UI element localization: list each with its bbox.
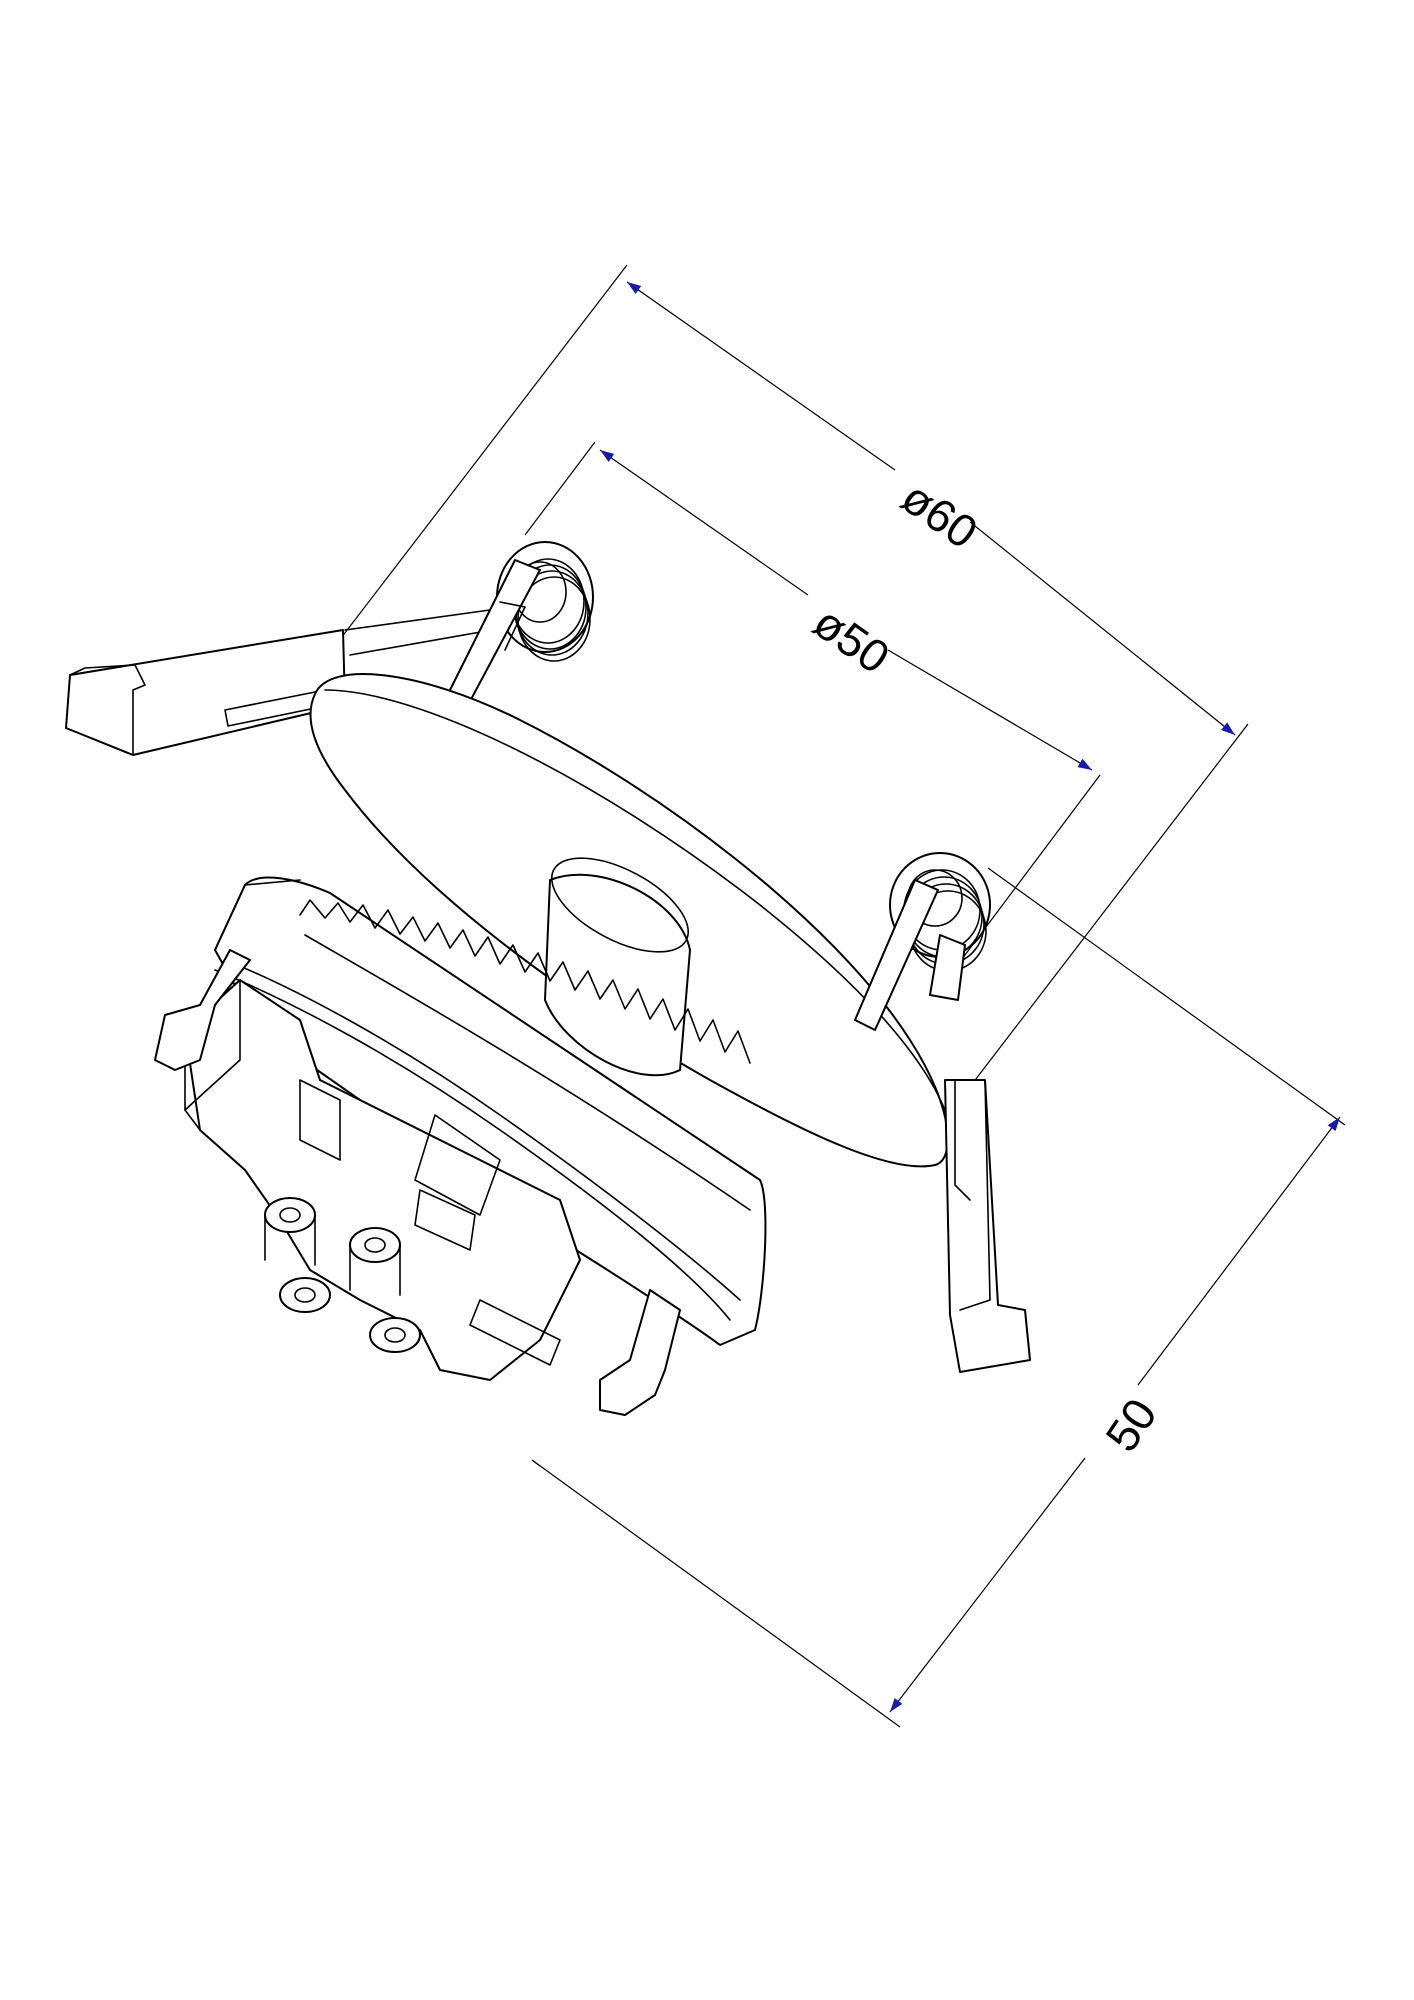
socket-body bbox=[544, 857, 691, 1077]
dimension-label-cutout-diameter: ø50 bbox=[804, 596, 899, 684]
base-extension-line bbox=[531, 1459, 541, 1467]
lamp-housing bbox=[214, 876, 767, 1346]
terminal-block bbox=[184, 979, 581, 1381]
dimension-label-height: 50 bbox=[1095, 1389, 1167, 1461]
housing-clip-left bbox=[154, 949, 251, 1071]
dimension-label-outer-diameter: ø60 bbox=[892, 471, 987, 559]
housing-clip-right bbox=[599, 1289, 681, 1416]
right-torsion-spring bbox=[854, 852, 991, 1031]
right-spring-arm bbox=[944, 1079, 1031, 1373]
left-torsion-spring bbox=[439, 541, 594, 721]
